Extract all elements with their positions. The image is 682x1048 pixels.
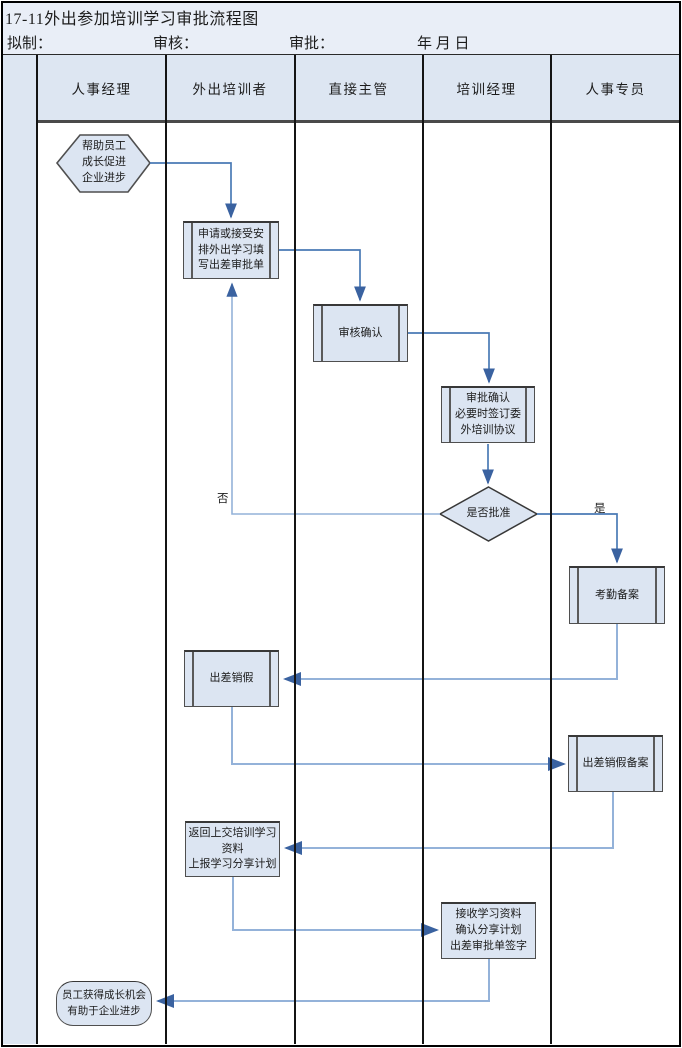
edge-label-no: 否 (217, 493, 229, 505)
node-receive-sign-box: 接收学习资料 确认分享计划 出差审批单签字 (441, 902, 536, 959)
edge-return-to-receive-sign (232, 877, 439, 937)
lane-header-hr-specialist: 人事专员 (585, 82, 646, 97)
lane-divider-5 (550, 55, 552, 1044)
edge-record-to-return-materials (284, 792, 614, 855)
edge-apply-to-review (279, 249, 366, 302)
node-apply-box: 申请或接受安 排外出学习填 写出差审批单 (183, 221, 279, 279)
edge-start-to-apply (150, 162, 237, 219)
lane-header-band (2, 55, 680, 121)
lane-divider-2 (165, 55, 167, 1044)
meta-date-label: 年 月 日 (417, 36, 470, 52)
node-cancel-leave-box: 出差销假 (184, 650, 279, 707)
meta-approve-label: 审批： (289, 36, 335, 52)
node-return-materials-box: 返回上交培训学习 资料 上报学习分享计划 (185, 821, 280, 877)
node-review-box: 审核确认 (313, 304, 408, 362)
edge-review-to-approve (408, 332, 495, 384)
lane-header-training-manager: 培训经理 (456, 82, 517, 97)
lane-header-direct-supervisor: 直接主管 (328, 82, 389, 97)
lane-divider-3 (294, 55, 296, 1044)
title-divider-line (2, 54, 680, 55)
edge-cancel-leave-to-record (231, 707, 566, 771)
node-cancel-leave-record-box: 出差销假备案 (568, 735, 663, 792)
lane-header-trainee: 外出培训者 (192, 82, 268, 97)
edge-decision-yes-to-attendance (537, 513, 623, 564)
lane-divider-4 (422, 55, 424, 1044)
lane-divider-1 (36, 55, 38, 1044)
left-margin-column (2, 55, 37, 1044)
node-attendance-record-box: 考勤备案 (569, 566, 665, 624)
edge-label-yes: 是 (594, 503, 606, 515)
node-start-label: 帮助员工 成长促进 企业进步 (82, 140, 126, 184)
node-end-terminator: 员工获得成长机会 有助于企业进步 (56, 981, 152, 1026)
page-title: 17-11外出参加培训学习审批流程图 (5, 11, 259, 28)
meta-draft-label: 拟制： (7, 36, 53, 52)
meta-review-label: 审核： (153, 36, 199, 52)
edge-receive-to-end (156, 959, 490, 1008)
lane-header-hr-manager: 人事经理 (71, 82, 132, 97)
title-band (2, 2, 680, 55)
header-bottom-line (37, 120, 680, 123)
node-decision-label: 是否批准 (466, 507, 511, 520)
edge-attendance-to-cancel-leave (283, 624, 618, 686)
node-approve-box: 审批确认 必要时签订委 外培训协议 (441, 386, 535, 443)
